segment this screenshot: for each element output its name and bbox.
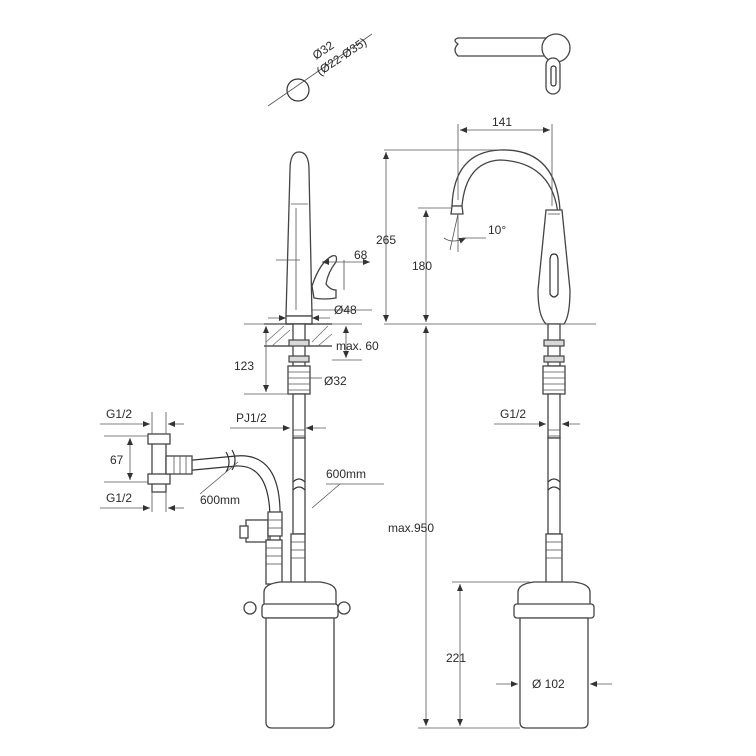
label-max-install-depth: max.950 <box>388 521 434 535</box>
label-max-counter-thickness: max. 60 <box>336 339 379 353</box>
plan-view-spout <box>454 33 571 95</box>
side-elevation-dimensions: 141 265 180 10° G1/2 max.950 221 Ø 102 <box>376 115 612 729</box>
label-outlet-hose-length: 600mm <box>326 467 366 481</box>
label-inlet-thread-bottom: G1/2 <box>106 491 132 505</box>
label-inlet-thread-top: G1/2 <box>106 407 132 421</box>
label-inlet-hose-length: 600mm <box>200 493 240 507</box>
label-valve-spacing: 67 <box>110 453 124 467</box>
label-side-outlet-thread: G1/2 <box>500 407 526 421</box>
label-spout-angle: 10° <box>488 223 506 237</box>
label-spout-reach: 141 <box>492 115 512 129</box>
label-shank-diameter: Ø32 <box>324 374 347 388</box>
label-spout-outlet-height: 180 <box>412 259 432 273</box>
label-filter-diameter: Ø 102 <box>532 677 565 691</box>
mounting-hole-detail: Ø32 (Ø22-Ø35) <box>267 33 373 107</box>
side-elevation-faucet <box>450 149 595 729</box>
label-handle-reach: 68 <box>354 248 368 262</box>
label-outlet-thread: PJ1/2 <box>236 411 267 425</box>
label-base-diameter: Ø48 <box>334 303 357 317</box>
front-elevation-dimensions: 68 Ø48 123 max. 60 Ø32 PJ1/2 G1/2 67 <box>100 248 384 512</box>
label-total-height: 265 <box>376 233 396 247</box>
front-elevation-faucet <box>147 151 351 729</box>
label-shank-length: 123 <box>234 359 254 373</box>
label-filter-height: 221 <box>446 651 466 665</box>
